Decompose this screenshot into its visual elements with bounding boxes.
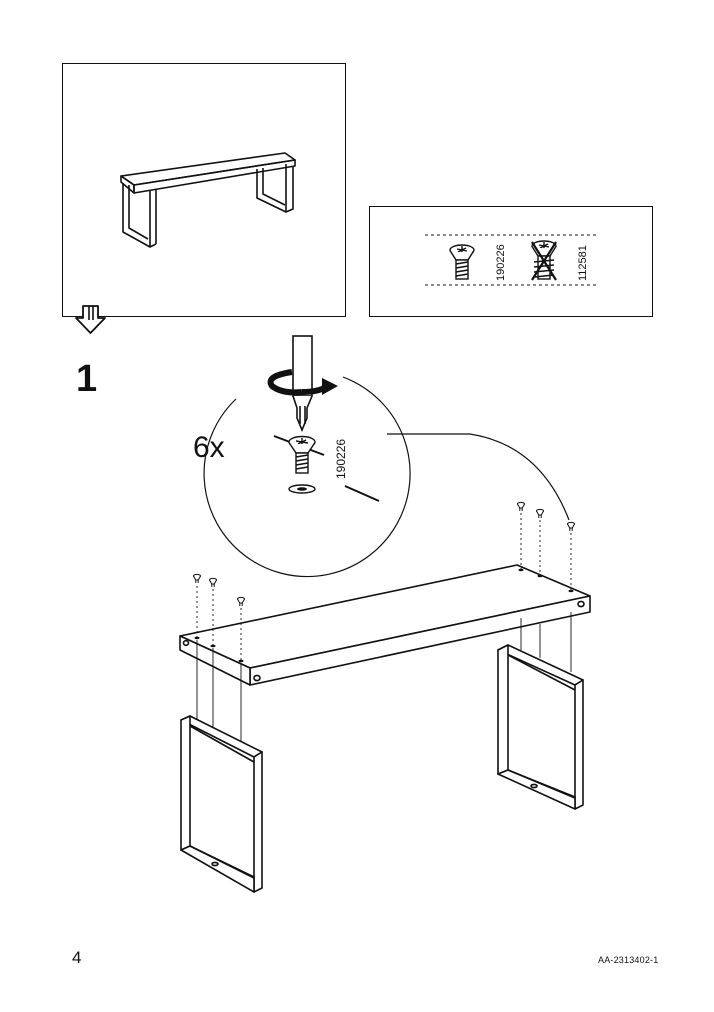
parts-panel bbox=[369, 206, 653, 317]
bench-top-board bbox=[179, 564, 591, 686]
screw-hole-icon bbox=[288, 484, 316, 494]
screw-icon bbox=[192, 573, 202, 584]
screw-holes-top bbox=[194, 568, 574, 663]
screw-icon bbox=[535, 508, 545, 519]
screw-icon bbox=[566, 521, 576, 532]
down-arrow-icon bbox=[75, 305, 106, 334]
part-code-190226: 190226 bbox=[495, 244, 507, 281]
quantity-label: 6x bbox=[193, 431, 225, 464]
finished-bench-icon bbox=[120, 152, 296, 248]
countersunk-screw-crossed-icon bbox=[531, 240, 557, 281]
screw-icon bbox=[208, 577, 218, 588]
screw-guide-lines bbox=[196, 513, 572, 660]
page-number: 4 bbox=[72, 948, 82, 967]
detail-callout bbox=[203, 376, 570, 578]
screw-icon bbox=[236, 596, 246, 607]
callout-screw-icon bbox=[288, 435, 316, 474]
right-leg-frame bbox=[497, 644, 584, 810]
document-code: AA-2313402-1 bbox=[598, 955, 659, 965]
step-number: 1 bbox=[76, 358, 98, 400]
screw-guide-lines-lower bbox=[196, 612, 572, 750]
rotation-arrow-icon bbox=[267, 369, 338, 396]
screw-icon bbox=[516, 501, 526, 512]
callout-part-code: 190226 bbox=[334, 438, 348, 479]
countersunk-screw-icon bbox=[449, 244, 475, 280]
left-leg-frame bbox=[180, 715, 263, 893]
screwdriver-icon bbox=[292, 335, 313, 433]
overview-panel bbox=[62, 63, 346, 317]
part-code-112581: 112581 bbox=[577, 245, 589, 281]
